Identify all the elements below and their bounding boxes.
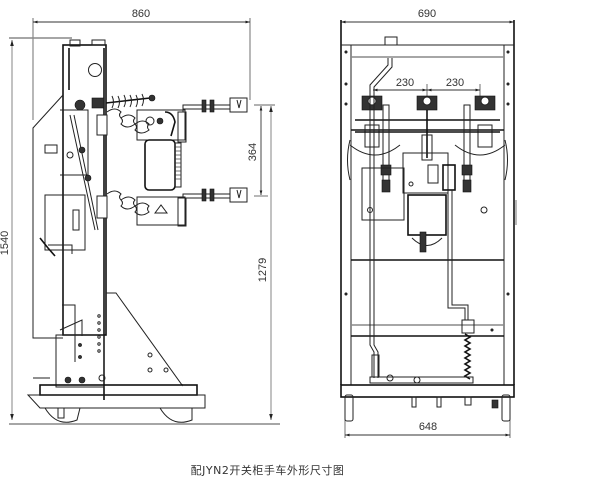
dimension-overall-width: 690 — [341, 8, 514, 24]
upper-arrester — [91, 93, 156, 109]
front-view: 690 230 230 648 — [340, 8, 517, 438]
center-mechanism — [402, 152, 456, 253]
front-bottom-linkage — [369, 374, 474, 384]
dimension-phase-spacing: 230 230 — [373, 77, 481, 105]
dimension-lower-terminal-height: 1279 — [257, 106, 273, 420]
truck-frame — [26, 292, 206, 423]
lower-bushing — [96, 190, 187, 227]
side-view: 860 1540 364 1279 — [0, 8, 280, 425]
operating-mechanism — [39, 99, 99, 257]
dim-label-364: 364 — [247, 143, 259, 161]
front-left-box — [361, 167, 405, 221]
front-spring-linkage — [447, 190, 475, 380]
front-right-bolt — [480, 206, 488, 214]
dim-label-230-right: 230 — [446, 77, 464, 89]
dim-label-648: 648 — [419, 421, 437, 433]
dimension-wheel-track: 648 — [344, 412, 511, 438]
dimension-overall-height: 1540 — [0, 37, 280, 425]
side-cabinet-body — [32, 39, 107, 400]
front-frame — [340, 20, 515, 398]
dim-label-690: 690 — [418, 8, 436, 20]
dimension-terminal-spacing: 364 — [247, 104, 275, 197]
dimension-overall-depth: 860 — [32, 8, 251, 120]
drawing-caption: 配JYN2开关柜手车外形尺寸图 — [190, 464, 345, 477]
phase-contact-right — [454, 95, 508, 181]
dim-label-1540: 1540 — [0, 231, 11, 255]
dim-label-230-left: 230 — [396, 77, 414, 89]
lower-contact-arm — [182, 187, 248, 203]
vacuum-interrupter — [144, 139, 182, 191]
dim-label-1279: 1279 — [257, 258, 269, 282]
phase-contact-middle — [416, 95, 438, 161]
upper-contact-arm — [182, 97, 248, 113]
front-wheels — [344, 394, 511, 422]
upper-bushing — [96, 108, 187, 143]
dim-label-860: 860 — [132, 8, 150, 20]
insulated-pull-rods — [380, 104, 473, 193]
